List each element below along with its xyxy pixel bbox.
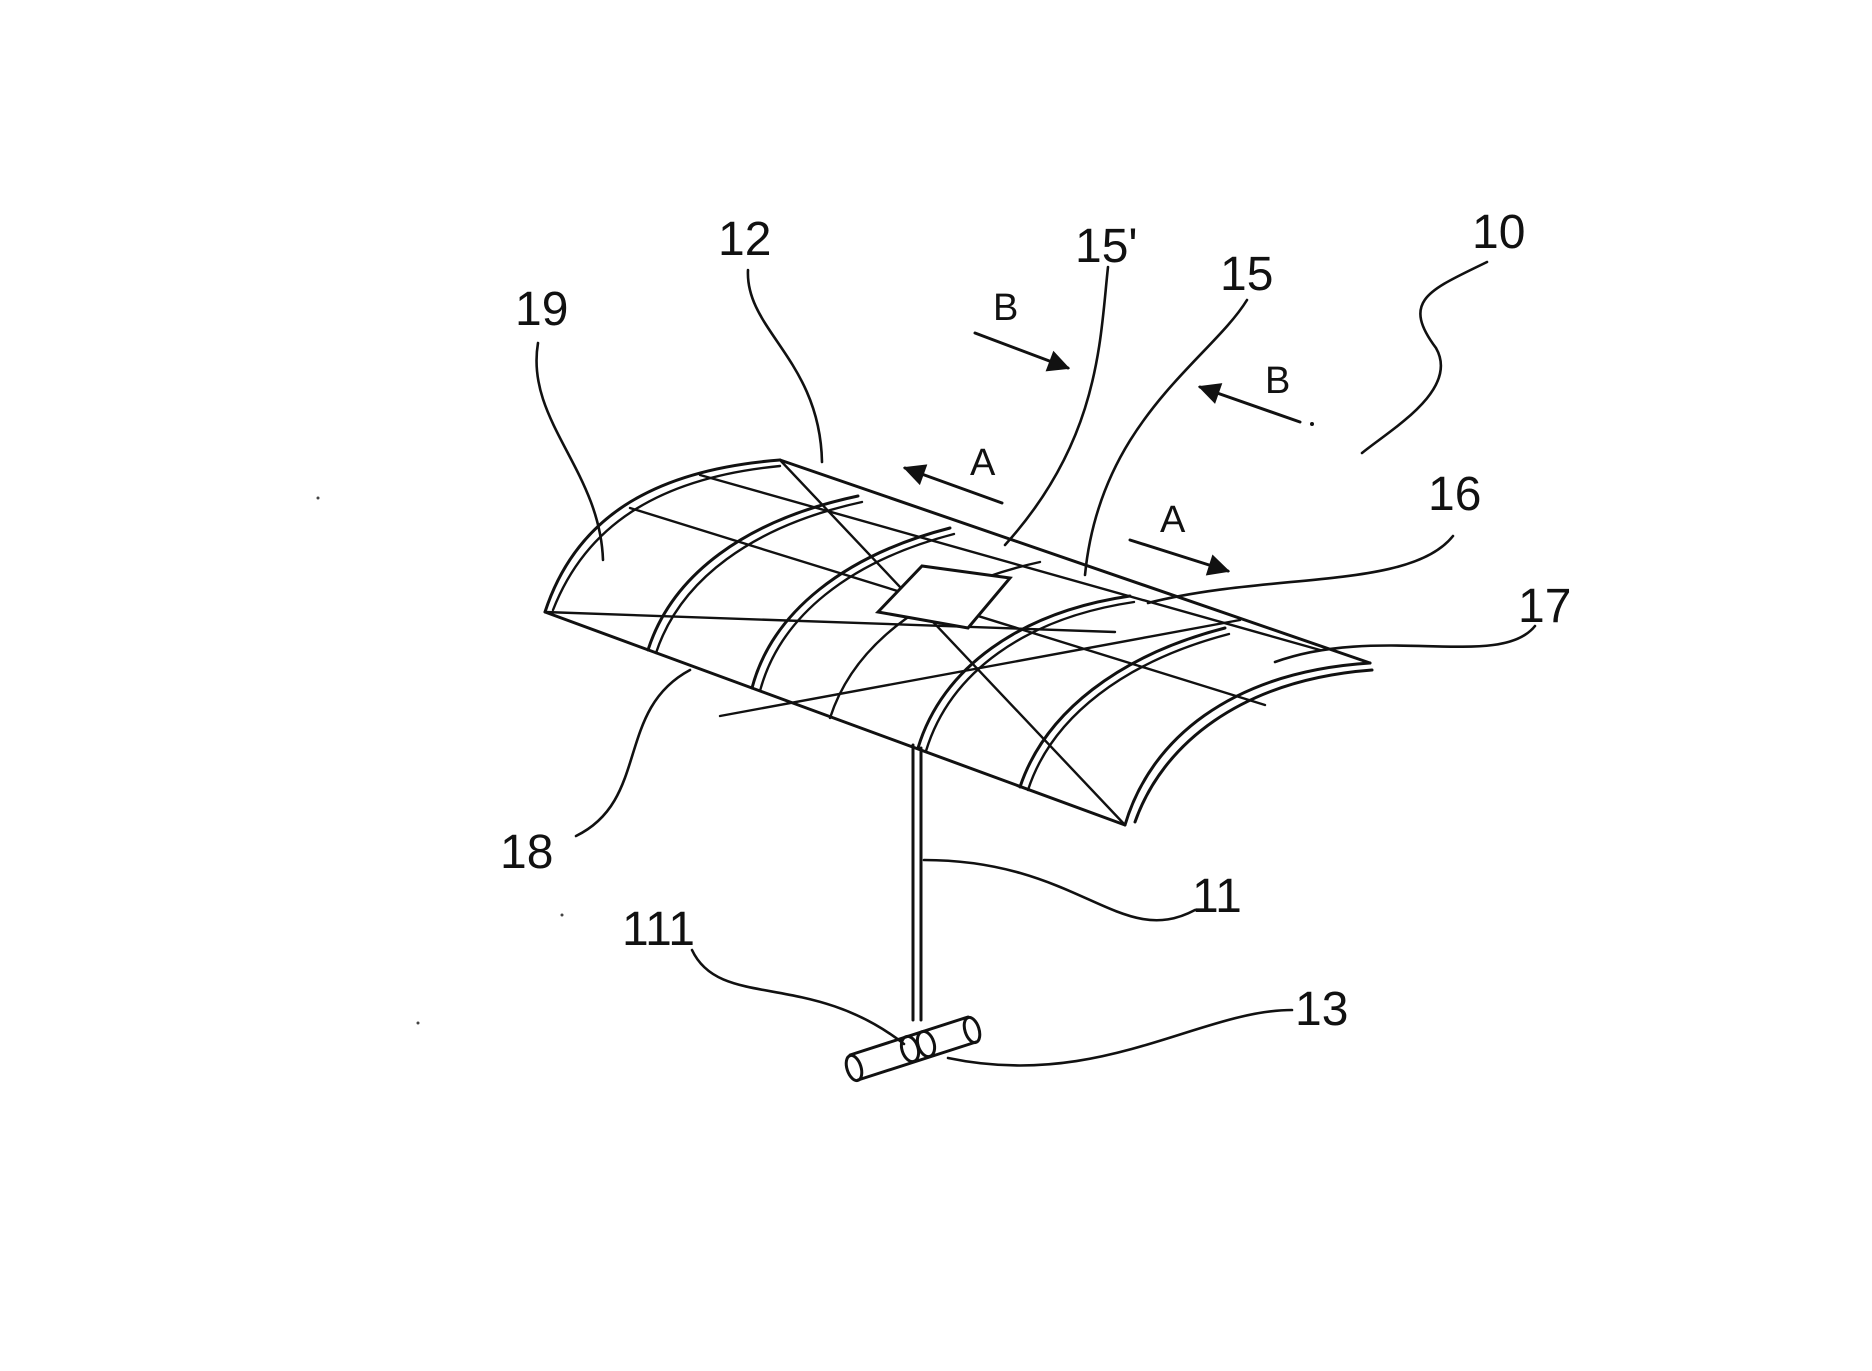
label-16: 16 xyxy=(1428,468,1481,521)
leader-13 xyxy=(948,1010,1292,1066)
brace-diagonal-2 xyxy=(720,620,1240,716)
label-18: 18 xyxy=(500,826,553,879)
leader-16 xyxy=(1148,536,1453,603)
leader-12 xyxy=(748,270,822,462)
label-10: 10 xyxy=(1472,206,1525,259)
crossbar xyxy=(843,1015,982,1082)
mast xyxy=(913,745,921,1020)
label-19: 19 xyxy=(515,283,568,336)
brace-diagonal-1 xyxy=(780,460,1125,825)
label-15: 15 xyxy=(1220,248,1273,301)
label-11: 11 xyxy=(1192,870,1242,923)
arrow-b-left-icon xyxy=(975,333,1068,368)
label-arrow-a-left: A xyxy=(970,442,996,484)
arrow-a-right-icon xyxy=(1130,540,1228,571)
arrow-b-right-dot xyxy=(1310,422,1314,426)
canopy-front-edge xyxy=(545,612,1125,825)
rib-1 xyxy=(648,496,858,650)
scan-dot-2 xyxy=(561,914,564,917)
direction-labels: B B A A xyxy=(970,287,1290,541)
canopy-back-edge xyxy=(780,460,1370,663)
label-arrow-a-right: A xyxy=(1160,499,1186,541)
rib-4 xyxy=(1020,628,1225,787)
scan-dot-1 xyxy=(317,497,320,500)
canopy xyxy=(545,460,1372,825)
leader-11 xyxy=(924,860,1195,920)
leader-111 xyxy=(692,950,904,1044)
label-17: 17 xyxy=(1518,580,1571,633)
canopy-right-end-arc xyxy=(1125,663,1370,825)
leader-19 xyxy=(536,343,603,560)
leader-18 xyxy=(576,670,690,836)
crossbar-left-end xyxy=(843,1053,864,1082)
label-arrow-b-left: B xyxy=(993,287,1018,329)
label-111: 111 xyxy=(622,903,695,956)
stringer-middle xyxy=(545,612,1115,632)
label-12: 12 xyxy=(718,213,771,266)
label-arrow-b-right: B xyxy=(1265,360,1290,402)
crossbar-right-end xyxy=(961,1015,982,1044)
direction-arrows xyxy=(905,333,1314,571)
stringer-ridge xyxy=(700,475,1320,650)
rib-4-inner xyxy=(1028,634,1229,790)
label-15p: 15' xyxy=(1075,220,1138,273)
scan-dot-3 xyxy=(417,1022,420,1025)
leader-15p xyxy=(1005,267,1108,545)
leader-10 xyxy=(1362,262,1487,453)
label-13: 13 xyxy=(1295,983,1348,1036)
